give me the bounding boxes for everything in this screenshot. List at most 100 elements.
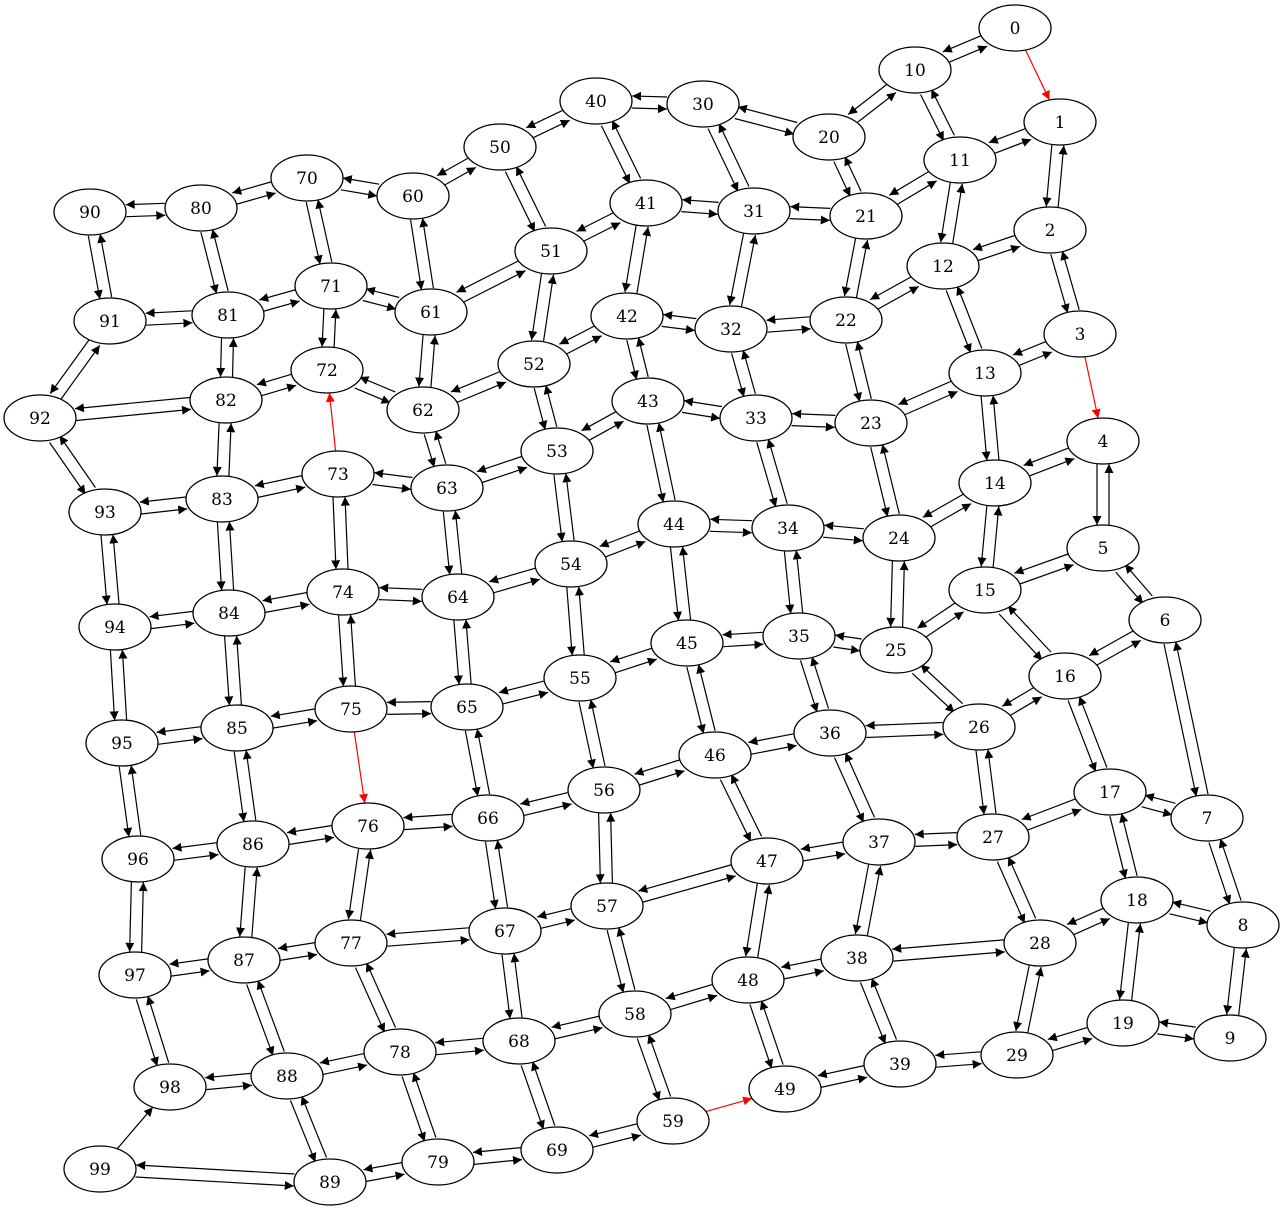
edge-line xyxy=(810,656,830,709)
edge-line xyxy=(766,438,788,504)
edge-95-to-96 xyxy=(118,766,133,837)
edge-line xyxy=(118,766,133,837)
node-label: 19 xyxy=(1112,1014,1134,1034)
edge-line xyxy=(212,422,222,476)
node-label: 82 xyxy=(215,391,237,411)
node-95: 95 xyxy=(85,719,159,767)
node-65: 65 xyxy=(430,683,504,731)
edge-19-to-9 xyxy=(1157,1033,1195,1043)
edge-line xyxy=(588,699,606,767)
edge-53-to-54 xyxy=(553,474,566,542)
edge-line xyxy=(1017,351,1053,367)
node-25: 25 xyxy=(859,626,933,674)
edge-line xyxy=(170,967,210,977)
edge-28-to-27 xyxy=(1007,856,1037,919)
edge-line xyxy=(1141,806,1173,817)
node-80: 80 xyxy=(164,184,238,232)
node-label: 39 xyxy=(889,1055,911,1075)
node-label: 53 xyxy=(546,442,568,462)
node-59: 59 xyxy=(636,1097,710,1145)
edge-71-to-81 xyxy=(259,288,297,302)
edge-54-to-64 xyxy=(488,567,537,584)
node-ellipse xyxy=(611,377,685,425)
edge-line xyxy=(1024,49,1051,101)
node-ellipse xyxy=(1003,919,1077,967)
node-label: 52 xyxy=(523,355,545,375)
edge-62-to-61 xyxy=(429,335,439,388)
edge-54-to-44 xyxy=(603,540,646,559)
edge-40-to-41 xyxy=(600,125,631,184)
edge-73-to-74 xyxy=(331,497,341,570)
edge-75-to-85 xyxy=(270,708,316,720)
node-ellipse xyxy=(793,709,867,757)
edge-line xyxy=(710,515,753,525)
edge-31-to-21 xyxy=(789,215,830,225)
edge-line xyxy=(749,1004,774,1069)
edge-18-to-17 xyxy=(1119,813,1138,876)
edge-50-to-60 xyxy=(436,156,471,177)
edge-line xyxy=(474,1156,523,1165)
node-label: 75 xyxy=(340,700,362,720)
node-ellipse xyxy=(101,835,175,883)
node-33: 33 xyxy=(719,394,793,442)
edge-line xyxy=(100,535,111,605)
edge-line xyxy=(1115,571,1144,605)
edge-line xyxy=(1008,696,1043,718)
edge-line xyxy=(1131,923,1144,1001)
node-ellipse xyxy=(792,113,866,161)
edge-38-to-39 xyxy=(859,982,887,1045)
node-13: 13 xyxy=(948,349,1022,397)
edge-line xyxy=(330,309,340,348)
edge-17-to-18 xyxy=(1109,816,1128,879)
edge-13-to-3 xyxy=(1017,351,1053,367)
edge-line xyxy=(305,201,323,265)
edge-line xyxy=(254,474,303,489)
node-23: 23 xyxy=(834,399,908,447)
edge-line xyxy=(731,353,746,398)
edge-74-to-84 xyxy=(262,591,308,604)
node-14: 14 xyxy=(958,459,1032,507)
edge-22-to-12 xyxy=(875,285,920,311)
edge-line xyxy=(998,613,1043,661)
edge-line xyxy=(315,199,333,263)
edge-83-to-82 xyxy=(226,423,236,477)
edge-39-to-49 xyxy=(817,1064,865,1079)
node-32: 32 xyxy=(694,305,768,353)
node-ellipse xyxy=(293,1158,367,1206)
edge-line xyxy=(833,645,861,655)
edge-line xyxy=(236,866,246,937)
edge-12-to-13 xyxy=(945,290,972,354)
node-label: 24 xyxy=(888,529,910,549)
edge-line xyxy=(722,629,763,639)
node-19: 19 xyxy=(1086,999,1160,1047)
edge-51-to-61 xyxy=(456,259,521,293)
node-label: 1 xyxy=(1055,113,1066,133)
edge-line xyxy=(279,951,318,961)
node-70: 70 xyxy=(270,154,344,202)
edge-23-to-24 xyxy=(870,446,890,517)
edge-69-to-79 xyxy=(472,1147,521,1156)
node-28: 28 xyxy=(1003,919,1077,967)
edge-line xyxy=(401,1076,426,1142)
edge-line xyxy=(730,774,763,837)
edge-97-to-98 xyxy=(135,999,159,1067)
edge-87-to-88 xyxy=(246,984,275,1056)
edge-88-to-78 xyxy=(322,1062,368,1076)
edge-line xyxy=(436,156,471,177)
edge-47-to-37 xyxy=(802,850,846,862)
edge-36-to-37 xyxy=(833,757,865,823)
node-5: 5 xyxy=(1066,524,1140,572)
edge-68-to-58 xyxy=(554,1025,603,1040)
edge-54-to-53 xyxy=(562,473,575,541)
node-2: 2 xyxy=(1013,206,1087,254)
node-63: 63 xyxy=(410,464,484,512)
node-label: 68 xyxy=(508,1032,530,1052)
edge-line xyxy=(141,505,188,515)
edge-44-to-43 xyxy=(656,422,676,501)
edge-96-to-95 xyxy=(127,765,142,836)
edge-line xyxy=(669,993,718,1011)
node-ellipse xyxy=(185,475,259,523)
edge-line xyxy=(1169,913,1209,926)
edge-49-to-48 xyxy=(759,1000,784,1065)
edge-line xyxy=(928,503,972,529)
